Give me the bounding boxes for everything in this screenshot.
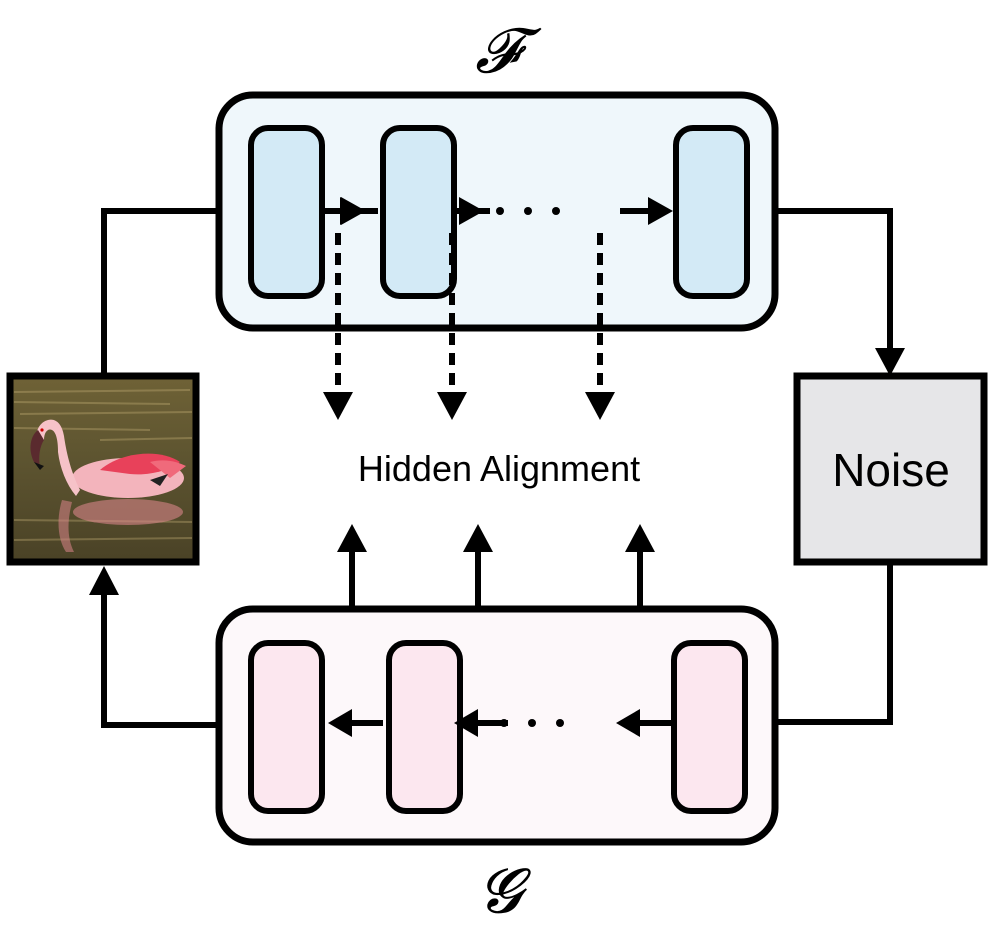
encoder-arrowhead-n [648,197,673,225]
connector-encoder-to-noise [775,208,893,350]
alignment-arrowhead-up-n [625,524,655,552]
connector-noise-to-decoder [775,562,893,725]
decoder-arrowhead-n [616,709,640,737]
alignment-arrowhead-up-2 [463,524,493,552]
decoder-arrowhead-1 [328,709,352,737]
decoder-block-n [671,640,748,814]
decoder-ellipsis [500,719,564,727]
decoder-block-1 [248,640,325,814]
connector-decoder-to-image [101,588,219,728]
noise-label: Noise [832,444,950,496]
hidden-alignment-label: Hidden Alignment [358,448,640,489]
alignment-arrowhead-down-1 [323,392,353,420]
arrowhead-into-image [89,566,119,595]
alignment-arrowhead-up-1 [337,524,367,552]
decoder-symbol-g: 𝓖 [478,854,531,927]
arrowhead-into-noise [875,348,905,376]
flamingo-image [6,372,200,566]
alignment-arrows-down [323,233,615,420]
encoder-ellipsis [496,207,560,215]
connector-image-to-encoder [101,208,219,376]
decoder-block-2 [386,640,463,814]
encoder-block-n [673,125,750,299]
noise-box [793,372,988,566]
alignment-arrowhead-down-2 [437,392,467,420]
encoder-symbol-f: 𝓕 [475,14,542,87]
decoder-arrowhead-2 [454,709,478,737]
alignment-arrowhead-down-n [585,392,615,420]
encoder-block-2 [380,125,457,299]
encoder-arrowhead-2 [459,197,484,225]
encoder-block-1 [248,125,325,299]
